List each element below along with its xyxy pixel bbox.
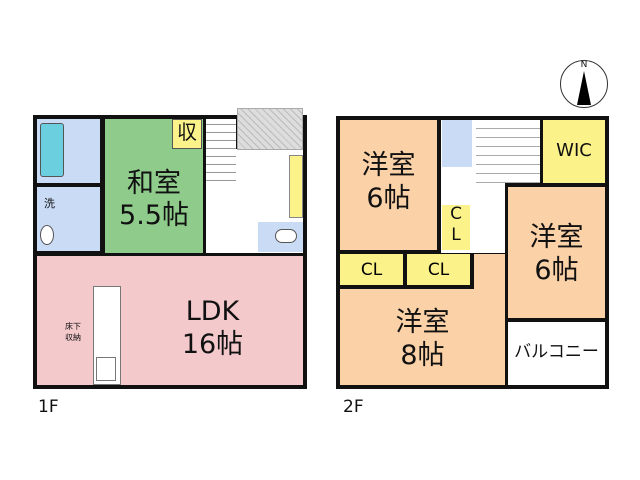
washitsu-name: 和室 [127, 168, 181, 199]
compass: N [560, 60, 608, 108]
washitsu-size: 5.5帖 [119, 200, 189, 231]
bathtub [40, 123, 64, 177]
room-s-size: 8帖 [400, 340, 445, 371]
balcony-label: バルコニー [514, 342, 599, 362]
wic-label: WIC [556, 140, 592, 161]
room-nw-name: 洋室 [361, 150, 416, 181]
compass-north-label: N [580, 60, 588, 70]
floor2-label: 2F [343, 397, 364, 417]
ldk-room [37, 256, 303, 385]
room-e-name: 洋室 [529, 222, 584, 253]
ldk-name: LDK [185, 296, 240, 327]
closet-vertical [442, 205, 470, 250]
closet-left: CL [340, 254, 403, 285]
underfloor-label-1: 床下 [65, 322, 81, 331]
wic [543, 120, 605, 183]
kitchen-counter [93, 286, 121, 385]
shoe-closet [289, 155, 303, 218]
stairs-1f [206, 119, 236, 181]
entrance [237, 108, 303, 150]
closet-mid: CL [407, 254, 470, 285]
room-s-upper [474, 254, 505, 350]
underfloor-label-2: 収納 [65, 333, 81, 342]
toilet-icon [275, 229, 297, 243]
balcony [508, 322, 605, 385]
room-e-size: 6帖 [534, 255, 579, 286]
ldk-size: 16帖 [181, 329, 244, 360]
washbasin-icon [40, 225, 54, 245]
room-e [508, 187, 605, 318]
room-s-name: 洋室 [395, 307, 450, 338]
storage-closet [172, 119, 202, 149]
closet-vertical-label-2: L [451, 225, 461, 245]
stove-icon [96, 357, 116, 381]
toilet-2f [442, 120, 472, 167]
room-nw-size: 6帖 [366, 183, 411, 214]
north-arrow-icon [577, 71, 591, 105]
stairs-2f [476, 120, 540, 183]
storage-label: 収 [177, 120, 197, 144]
closet-vertical-label-1: C [450, 204, 462, 224]
wash-label: 洗 [44, 197, 55, 210]
room-nw [340, 120, 437, 250]
floor1-label: 1F [38, 397, 59, 417]
